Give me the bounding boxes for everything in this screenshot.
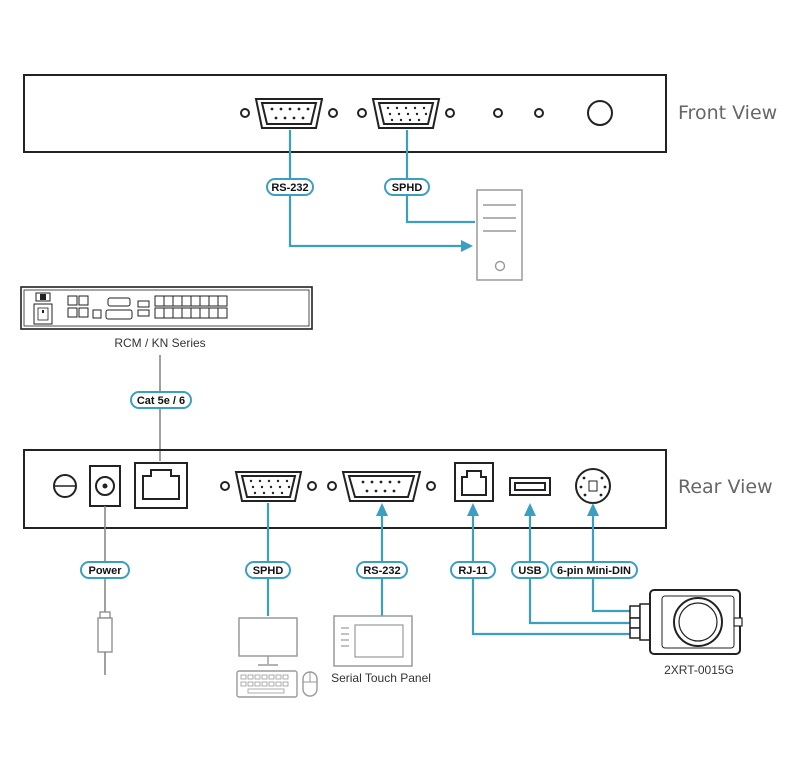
- rcm-kn-switch: [20, 286, 313, 330]
- front-led-1-icon: [493, 108, 503, 118]
- cat-label: Cat 5e / 6: [137, 395, 185, 407]
- keyboard-icon: [236, 670, 298, 698]
- power-label: Power: [88, 565, 122, 577]
- rear-db9-port-icon: [327, 471, 436, 502]
- rear-sphd-port-icon: [220, 471, 317, 502]
- rear-view-device: [23, 449, 667, 529]
- mini-din-port-icon: [575, 468, 611, 504]
- front-sphd-port-icon: [357, 98, 455, 129]
- rcm-kn-label: RCM / KN Series: [114, 336, 205, 350]
- usb-label: USB: [518, 565, 541, 577]
- front-led-2-icon: [534, 108, 544, 118]
- front-sphd-pill: SPHD: [384, 178, 430, 196]
- minidin-label: 6-pin Mini-DIN: [557, 565, 631, 577]
- front-view-device: [23, 74, 667, 153]
- front-rs232-wire: [288, 130, 473, 252]
- power-pill: Power: [80, 561, 130, 579]
- minidin-wire: [587, 503, 630, 613]
- rj11-label: RJ-11: [458, 565, 487, 577]
- front-rs232-label: RS-232: [271, 182, 308, 194]
- touch-panel-label: Serial Touch Panel: [331, 671, 431, 685]
- rear-rs232-pill: RS-232: [356, 561, 408, 579]
- rear-rs232-label: RS-232: [363, 565, 400, 577]
- rj45-port-icon: [134, 462, 188, 509]
- module-2xrt-icon: [629, 589, 743, 655]
- rj11-pill: RJ-11: [450, 561, 496, 579]
- mouse-icon: [302, 671, 318, 697]
- dc-power-jack-icon: [89, 465, 121, 507]
- cat-pill: Cat 5e / 6: [130, 391, 192, 409]
- front-rs232-pill: RS-232: [266, 178, 314, 196]
- rear-rs232-wire: [376, 503, 388, 616]
- front-sphd-label: SPHD: [392, 182, 423, 194]
- monitor-icon: [238, 617, 298, 666]
- front-power-button-icon: [587, 100, 613, 126]
- rj11-wire: [467, 503, 630, 636]
- minidin-pill: 6-pin Mini-DIN: [550, 561, 638, 579]
- rear-sphd-label: SPHD: [253, 565, 284, 577]
- usb-port-icon: [509, 477, 551, 496]
- touch-panel-icon: [333, 615, 413, 667]
- computer-tower-icon: [476, 189, 523, 281]
- usb-wire: [524, 503, 630, 625]
- module-label: 2XRT-0015G: [664, 663, 734, 677]
- rj11-port-icon: [454, 462, 494, 502]
- usb-pill: USB: [511, 561, 549, 579]
- ground-terminal-icon: [53, 474, 77, 498]
- front-view-label: Front View: [678, 102, 777, 124]
- rear-sphd-pill: SPHD: [245, 561, 291, 579]
- front-sphd-wire: [405, 130, 475, 224]
- front-db9-port-icon: [240, 98, 338, 129]
- rear-view-label: Rear View: [678, 476, 773, 498]
- power-cable: [97, 506, 113, 675]
